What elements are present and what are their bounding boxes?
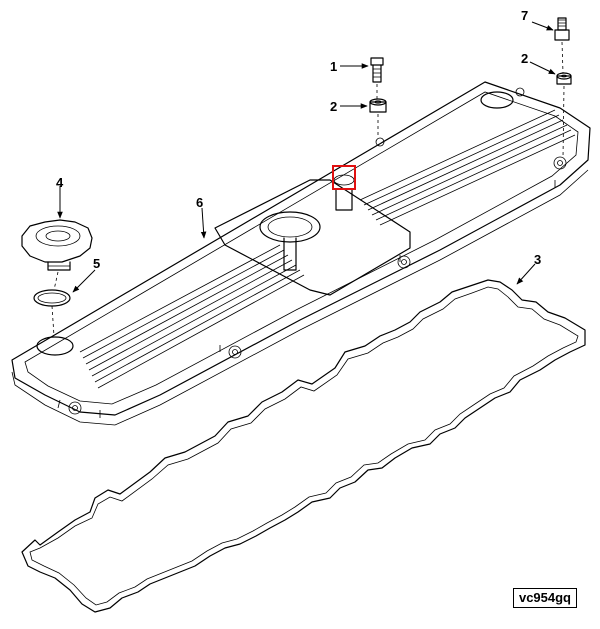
callout-7: 7 — [521, 8, 528, 23]
reference-code-label: vc954gq — [513, 588, 577, 608]
gasket — [21, 279, 586, 613]
highlight-box — [332, 165, 356, 190]
isolator-washer-right — [556, 72, 572, 85]
valve-cover — [11, 81, 591, 426]
o-ring — [33, 289, 71, 307]
stud — [554, 17, 570, 41]
callout-3: 3 — [534, 252, 541, 267]
callout-6: 6 — [196, 195, 203, 210]
callout-5: 5 — [93, 256, 100, 271]
oil-filler-cap — [21, 219, 93, 271]
bolt — [370, 57, 384, 83]
ribbed-panel-right — [359, 109, 576, 226]
leader-arrows — [57, 21, 556, 293]
isolator-washer-center — [369, 98, 387, 113]
ribbed-panel-left — [79, 244, 305, 389]
alignment-lines — [51, 41, 565, 337]
callout-1: 1 — [330, 59, 337, 74]
callout-4: 4 — [56, 175, 64, 190]
callout-2-center: 2 — [330, 99, 337, 114]
callout-2-right: 2 — [521, 51, 528, 66]
